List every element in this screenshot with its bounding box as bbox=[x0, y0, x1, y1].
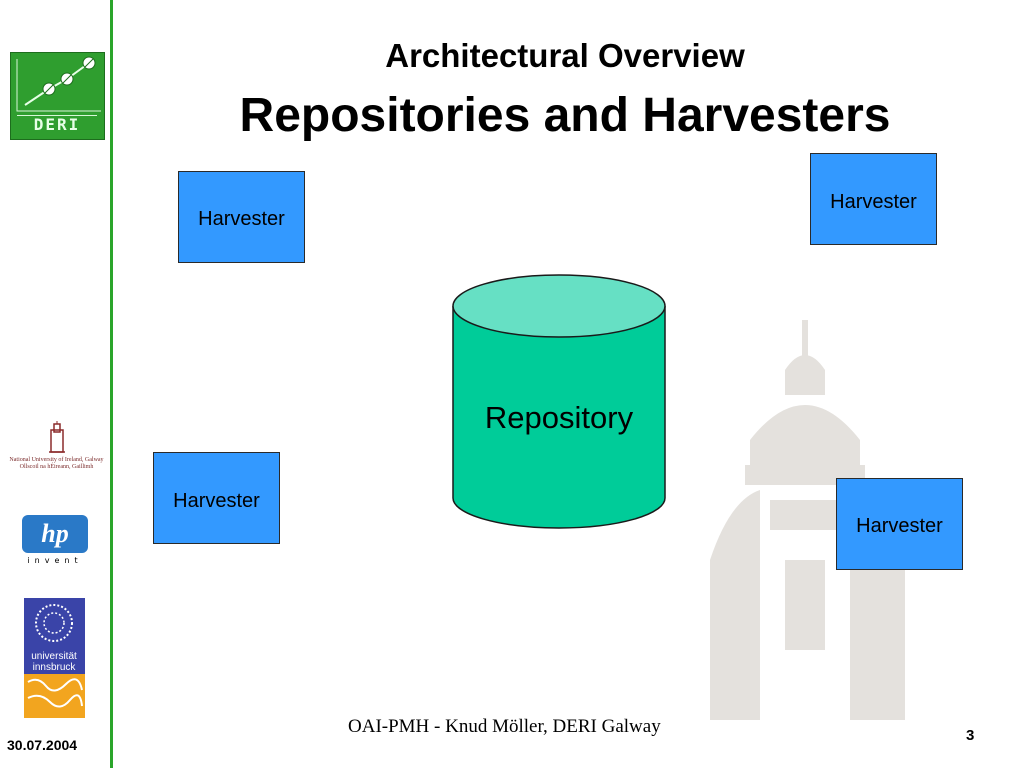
slide-title-line-2: Repositories and Harvesters bbox=[239, 89, 891, 142]
repository-cylinder-shape bbox=[452, 274, 666, 529]
sidebar: DERI National University of Ireland, Gal… bbox=[0, 0, 112, 768]
page-number: 3 bbox=[966, 727, 975, 744]
harvester-label: Harvester bbox=[173, 490, 260, 512]
nuig-logo: National University of Ireland, Galway O… bbox=[5, 420, 108, 475]
innsbruck-text-1: universität bbox=[31, 651, 77, 662]
nuig-crest-icon bbox=[49, 421, 65, 453]
slide-footer: OAI-PMH - Knud Möller, DERI Galway bbox=[348, 716, 661, 737]
nuig-logo-text: National University of Ireland, Galway O… bbox=[5, 457, 108, 471]
harvester-label: Harvester bbox=[830, 191, 917, 213]
deri-logo: DERI bbox=[10, 52, 105, 140]
nuig-name: National University of Ireland, Galway bbox=[9, 457, 104, 463]
hp-logo: hp invent bbox=[20, 513, 90, 569]
deri-logo-graphic bbox=[16, 56, 101, 112]
harvester-label: Harvester bbox=[856, 515, 943, 537]
slide-title-line-1: Architectural Overview bbox=[385, 37, 745, 74]
hp-logo-text: hp bbox=[41, 519, 69, 548]
innsbruck-logo: universität innsbruck bbox=[24, 598, 85, 718]
hp-tagline: invent bbox=[27, 556, 83, 565]
harvester-box-bottom-right: Harvester bbox=[836, 478, 963, 570]
repository-label: Repository bbox=[484, 400, 634, 435]
building-watermark bbox=[710, 320, 905, 720]
sidebar-divider bbox=[110, 0, 113, 768]
harvester-label: Harvester bbox=[198, 208, 285, 230]
harvester-box-bottom-left: Harvester bbox=[153, 452, 280, 544]
innsbruck-text-2: innsbruck bbox=[33, 662, 77, 673]
harvester-box-top-left: Harvester bbox=[178, 171, 305, 263]
hp-badge bbox=[22, 515, 88, 553]
repository-cylinder: Repository bbox=[450, 272, 668, 532]
deri-logo-text: DERI bbox=[17, 115, 97, 134]
innsbruck-logo-graphic: universität innsbruck bbox=[24, 598, 85, 718]
harvester-box-top-right: Harvester bbox=[810, 153, 937, 245]
slide-date: 30.07.2004 bbox=[7, 737, 78, 753]
nuig-subname: Ollscoil na hÉireann, Gaillimh bbox=[19, 464, 94, 470]
